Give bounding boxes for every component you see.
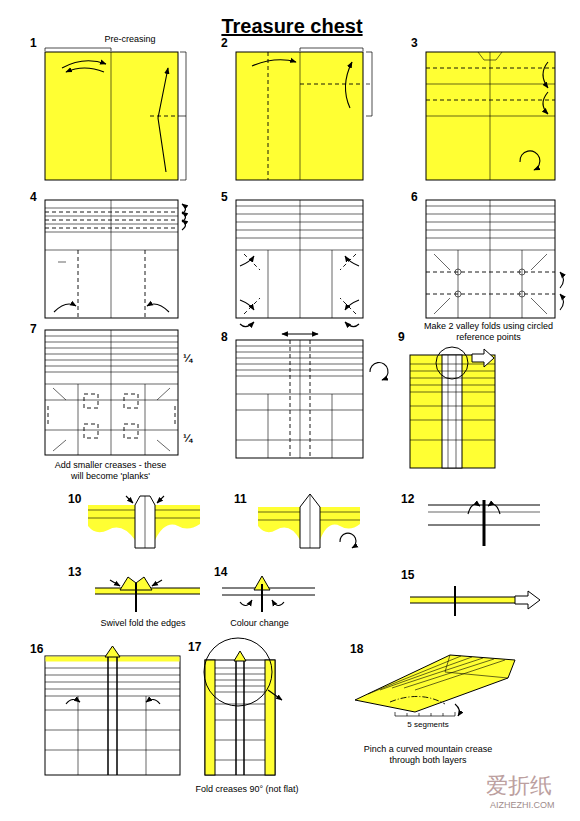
- step-1-figure: [45, 48, 186, 180]
- step-note: Add smaller creases - these will become …: [48, 460, 173, 483]
- step-number: 1: [30, 36, 37, 51]
- step-9-figure: [410, 347, 495, 468]
- step-8-figure: [236, 334, 388, 458]
- step-17-figure: [204, 638, 282, 775]
- step-number: 13: [68, 565, 81, 580]
- step-15-figure: [410, 586, 540, 616]
- step-2-figure: [236, 48, 372, 180]
- dimension-label: 5 segments: [396, 720, 460, 730]
- step-13-figure: [95, 577, 200, 612]
- step-number: 7: [30, 322, 37, 337]
- diagram-title: Treasure chest: [2, 14, 580, 39]
- step-number: 8: [221, 330, 228, 345]
- step-number: 2: [221, 36, 228, 51]
- step-number: 18: [350, 642, 363, 657]
- step-3-figure: [426, 52, 555, 180]
- step-number: 15: [401, 568, 414, 583]
- step-12-figure: [428, 500, 540, 546]
- step-6-figure: [426, 200, 564, 318]
- step-number: 12: [401, 492, 414, 507]
- step-number: 3: [411, 36, 418, 51]
- step-5-figure: [236, 200, 363, 327]
- step-number: 4: [30, 190, 37, 205]
- step-18-figure: [355, 655, 515, 716]
- step-number: 5: [221, 190, 228, 205]
- step-number: 6: [411, 190, 418, 205]
- step-number: 16: [30, 642, 43, 657]
- step-14-figure: [222, 576, 315, 612]
- step-note: Make 2 valley folds using circled refere…: [416, 321, 561, 344]
- watermark: AIZHEZHI.COM: [490, 800, 555, 811]
- step-7-figure: [45, 330, 178, 455]
- step-16-figure: [45, 646, 180, 775]
- step-note: Pinch a curved mountain crease through b…: [352, 744, 504, 767]
- fraction-label: ¼: [183, 352, 192, 366]
- step-note: Colour change: [212, 618, 307, 629]
- step-11-figure: [258, 494, 360, 548]
- step-number: 10: [68, 492, 81, 507]
- step-note: Pre-creasing: [90, 34, 170, 45]
- step-4-figure: [45, 200, 186, 318]
- fraction-label: ¼: [183, 432, 192, 446]
- step-number: 11: [234, 492, 247, 507]
- step-10-figure: [88, 496, 200, 548]
- watermark: 爱折纸: [486, 772, 552, 800]
- step-number: 14: [214, 565, 227, 580]
- step-note: Swivel fold the edges: [78, 618, 208, 629]
- step-note: Fold creases 90° (not flat): [172, 784, 322, 795]
- step-number: 9: [398, 330, 405, 345]
- step-number: 17: [188, 640, 201, 655]
